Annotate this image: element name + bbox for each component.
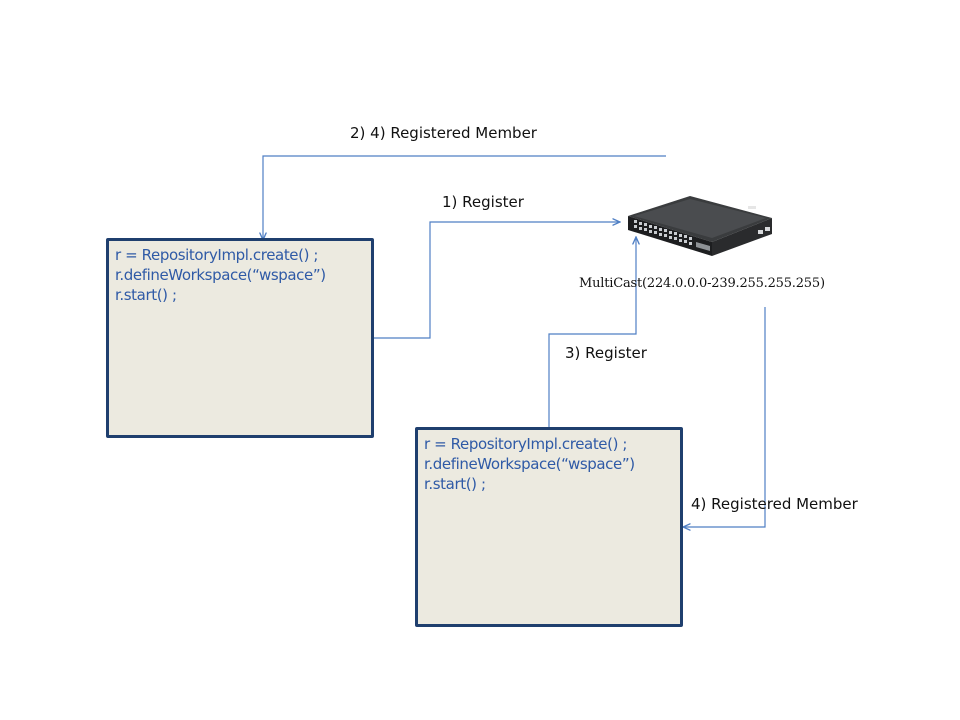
label-registered-member-4: 4) Registered Member xyxy=(691,495,858,513)
multicast-caption: MultiCast(224.0.0.0-239.255.255.255) xyxy=(579,276,825,291)
code-line: r.defineWorkspace(“wspace”) xyxy=(424,455,635,473)
connector-registered-member-4 xyxy=(683,307,766,527)
code-line: r.defineWorkspace(“wspace”) xyxy=(115,266,326,284)
repository-code-box-1: r = RepositoryImpl.create() ; r.defineWo… xyxy=(106,238,374,438)
connector-register-3 xyxy=(548,237,636,428)
label-register-3: 3) Register xyxy=(565,344,647,362)
network-switch-icon xyxy=(628,196,772,256)
connector-register-1 xyxy=(373,222,620,339)
connector-registered-member-top xyxy=(263,155,666,240)
label-register-1: 1) Register xyxy=(442,193,524,211)
code-line: r.start() ; xyxy=(115,286,177,304)
code-line: r = RepositoryImpl.create() ; xyxy=(115,246,319,264)
code-line: r = RepositoryImpl.create() ; xyxy=(424,435,628,453)
repository-code-box-2: r = RepositoryImpl.create() ; r.defineWo… xyxy=(415,427,683,627)
code-line: r.start() ; xyxy=(424,475,486,493)
label-registered-member-top: 2) 4) Registered Member xyxy=(350,124,537,142)
